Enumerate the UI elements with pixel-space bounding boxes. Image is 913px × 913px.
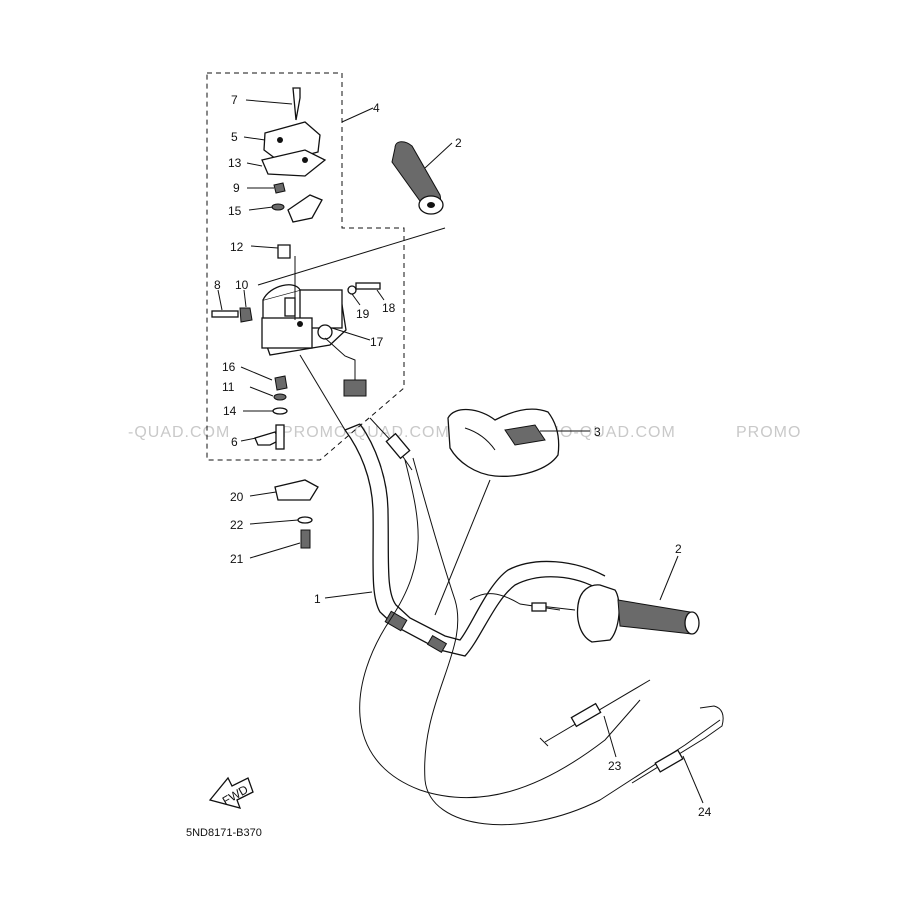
callout-7: 7 <box>231 93 238 107</box>
diagram-code: 5ND8171-B370 <box>186 827 262 839</box>
callout-15: 15 <box>228 204 242 218</box>
switch-housing <box>261 284 367 397</box>
callout-11: 11 <box>222 380 235 394</box>
assembly-boundary <box>206 72 405 461</box>
callout-3: 3 <box>594 425 601 439</box>
watermark-4: PROMO <box>736 424 801 441</box>
fwd-arrow: FWD <box>208 776 254 809</box>
small-parts <box>211 87 381 549</box>
callout-19: 19 <box>356 307 370 321</box>
callout-20: 20 <box>230 490 244 504</box>
callout-1: 1 <box>314 592 321 606</box>
cable-23 <box>539 679 651 747</box>
callout-8: 8 <box>214 278 221 292</box>
handlebar <box>344 423 606 657</box>
callout-24: 24 <box>698 805 712 819</box>
cable-24 <box>631 705 724 784</box>
callout-labels: 7 5 13 9 15 12 4 2 8 10 18 19 17 16 11 1… <box>214 93 712 819</box>
callout-9: 9 <box>233 181 240 195</box>
callout-5: 5 <box>231 130 238 144</box>
callout-10: 10 <box>235 278 249 292</box>
handlebar-cover <box>447 408 560 477</box>
cable-loops <box>359 457 721 826</box>
callout-2-right: 2 <box>675 542 682 556</box>
callout-18: 18 <box>382 301 396 315</box>
callout-12: 12 <box>230 240 244 254</box>
callout-22: 22 <box>230 518 244 532</box>
callout-21: 21 <box>230 552 244 566</box>
watermark-1: -QUAD.COM <box>128 424 230 441</box>
callout-17: 17 <box>370 335 384 349</box>
right-grip-assembly <box>531 584 700 643</box>
callout-2-top: 2 <box>455 136 462 150</box>
switch-cover <box>261 121 327 177</box>
callout-16: 16 <box>222 360 236 374</box>
callout-14: 14 <box>223 404 237 418</box>
throttle-cable <box>369 417 413 471</box>
callout-13: 13 <box>228 156 242 170</box>
callout-4: 4 <box>373 101 380 115</box>
top-grip <box>391 141 444 215</box>
callout-23: 23 <box>608 759 622 773</box>
callout-leaders <box>217 99 704 804</box>
callout-6: 6 <box>231 435 238 449</box>
